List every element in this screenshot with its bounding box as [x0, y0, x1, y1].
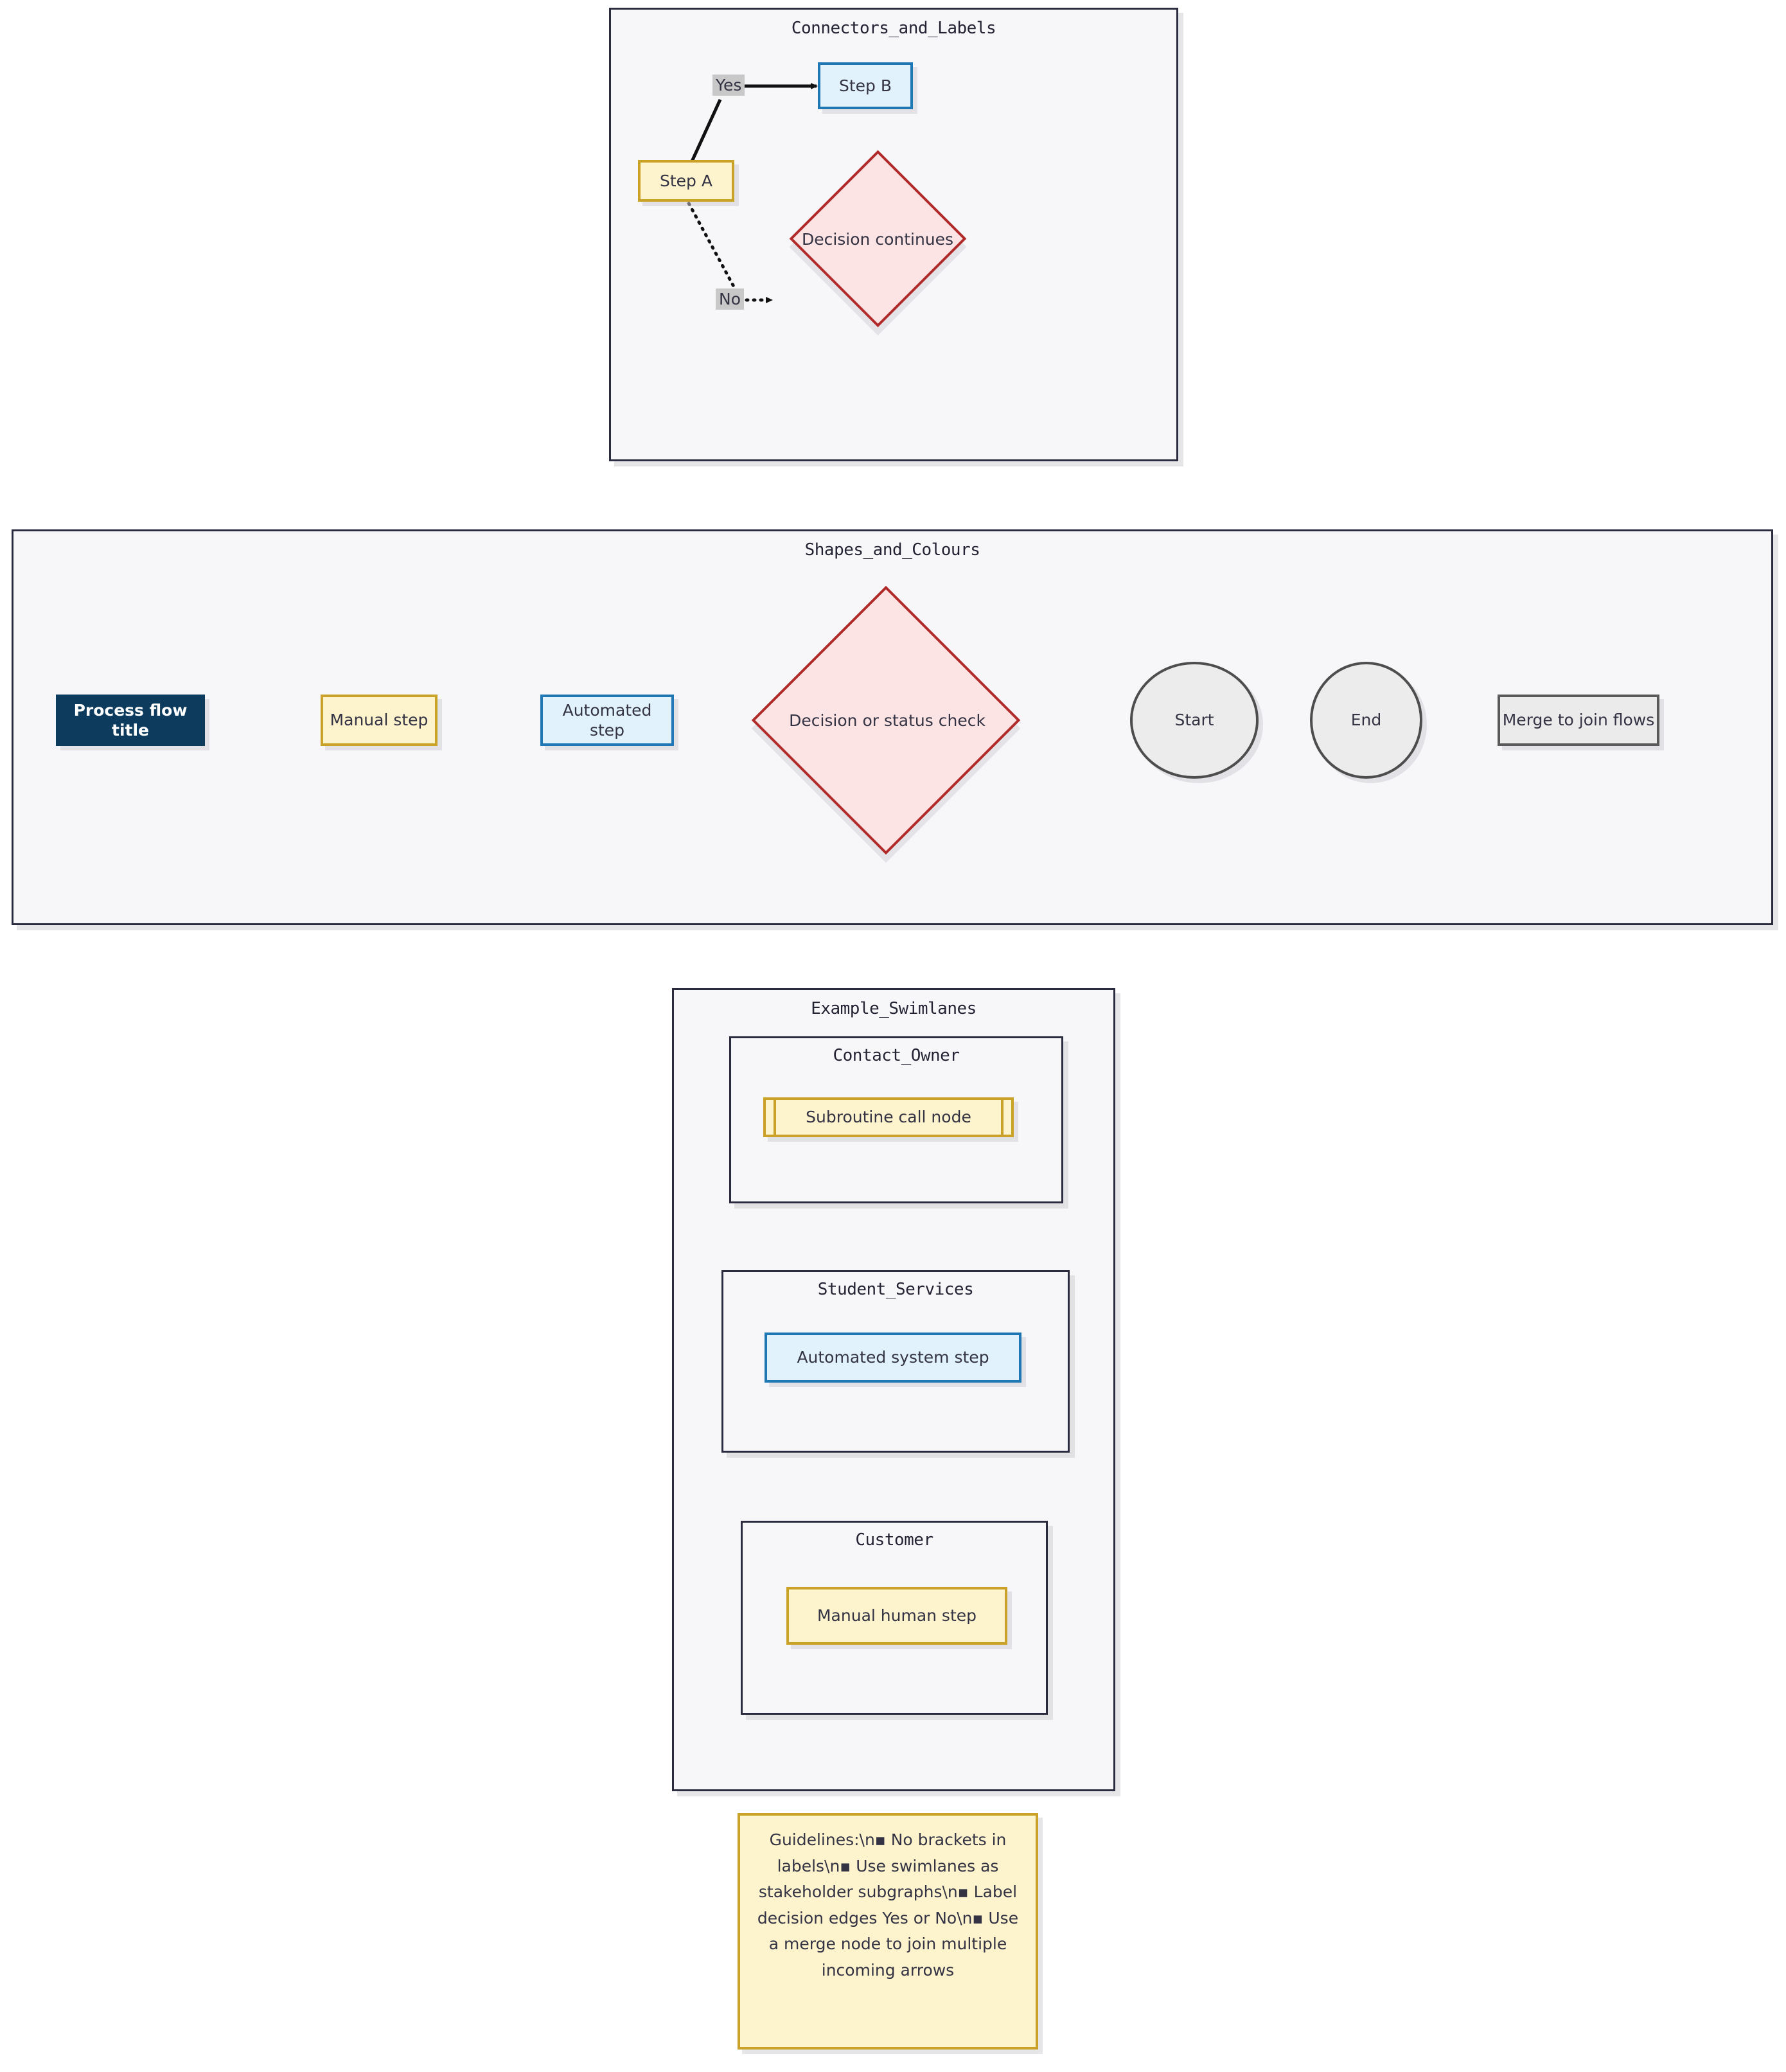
node-decision-or-status-check[interactable] — [751, 585, 1021, 855]
node-step-a[interactable]: Step A — [638, 160, 734, 202]
note-guidelines: Guidelines:\n▪ No brackets in labels\n▪ … — [738, 1813, 1038, 2050]
node-decision-continues[interactable] — [789, 150, 967, 328]
panel-shapes-and-colours: Shapes_and_Colours Process flow title Ma… — [12, 529, 1773, 925]
node-manual-human-step[interactable]: Manual human step — [786, 1587, 1007, 1645]
swimlane-title-customer: Customer — [855, 1530, 933, 1550]
panel-title-swimlanes: Example_Swimlanes — [811, 999, 977, 1018]
edge-label-no: No — [716, 288, 744, 310]
node-manual-step[interactable]: Manual step — [321, 695, 438, 746]
panel-connectors-and-labels: Connectors_and_Labels Step A Step B Deci… — [609, 8, 1178, 461]
node-merge-to-join-flows[interactable]: Merge to join flows — [1498, 695, 1659, 746]
panel-title-connectors: Connectors_and_Labels — [791, 19, 996, 38]
node-automated-system-step-label: Automated system step — [797, 1348, 989, 1367]
node-manual-step-label: Manual step — [330, 711, 429, 730]
node-step-a-label: Step A — [660, 171, 712, 190]
note-guidelines-text: Guidelines:\n▪ No brackets in labels\n▪ … — [757, 1830, 1019, 1979]
swimlane-customer: Customer Manual human step — [741, 1521, 1048, 1715]
edge-label-yes: Yes — [712, 75, 745, 96]
swimlane-title-student-services: Student_Services — [817, 1280, 974, 1299]
node-process-flow-title-label: Process flow title — [73, 700, 188, 739]
node-automated-step-label: Automated step — [562, 700, 652, 739]
swimlane-title-contact-owner: Contact_Owner — [833, 1046, 960, 1065]
panel-title-shapes: Shapes_and_Colours — [804, 540, 980, 560]
node-process-flow-title[interactable]: Process flow title — [56, 695, 205, 746]
node-merge-to-join-flows-label: Merge to join flows — [1502, 711, 1655, 730]
node-step-b[interactable]: Step B — [818, 62, 913, 109]
swimlane-student-services: Student_Services Automated system step — [721, 1270, 1070, 1453]
node-automated-step[interactable]: Automated step — [540, 695, 674, 746]
node-subroutine-call-node[interactable]: Subroutine call node — [763, 1097, 1014, 1137]
node-subroutine-call-node-label: Subroutine call node — [806, 1108, 971, 1127]
node-start-label: Start — [1174, 711, 1214, 730]
panel-example-swimlanes: Example_Swimlanes Contact_Owner Subrouti… — [672, 988, 1115, 1791]
swimlane-contact-owner: Contact_Owner Subroutine call node — [729, 1036, 1063, 1203]
node-step-b-label: Step B — [838, 76, 892, 95]
node-end-label: End — [1350, 711, 1382, 730]
node-automated-system-step[interactable]: Automated system step — [765, 1333, 1021, 1383]
node-end[interactable]: End — [1310, 662, 1422, 779]
node-start[interactable]: Start — [1130, 662, 1259, 779]
node-manual-human-step-label: Manual human step — [817, 1606, 977, 1625]
